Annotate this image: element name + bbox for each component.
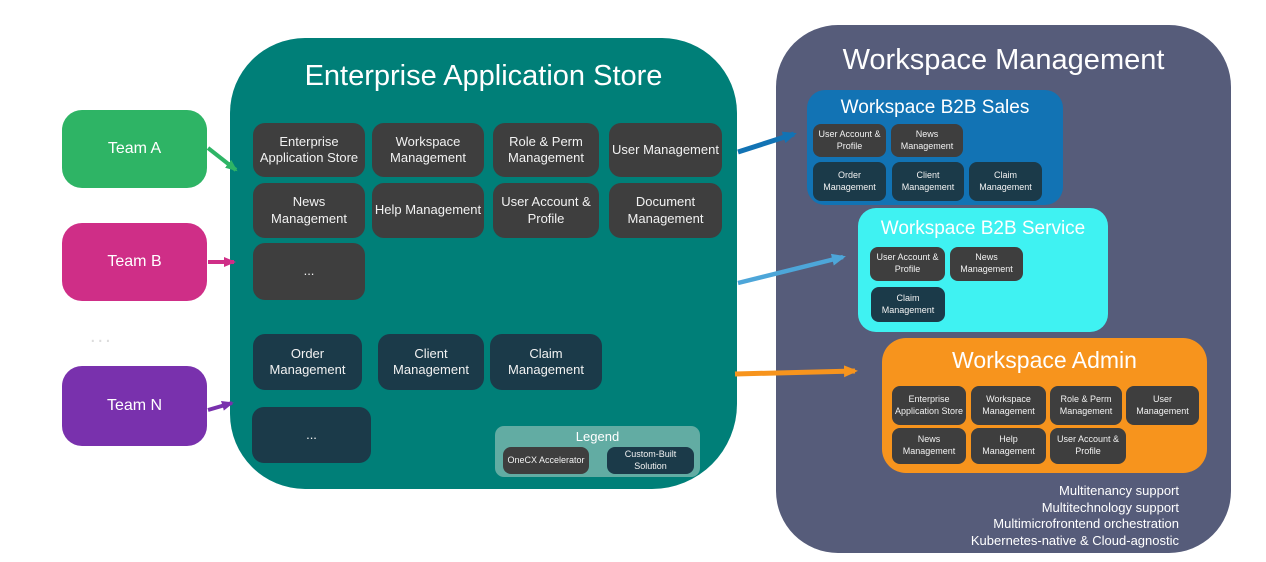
admin-module-workspace-management: Workspace Management — [971, 386, 1046, 425]
workspace-admin-box: Workspace Admin Enterprise Application S… — [882, 338, 1207, 473]
sales-module-claim-management: Claim Management — [969, 162, 1042, 201]
admin-module-user-management: User Management — [1126, 386, 1199, 425]
admin-module-enterprise-application-store: Enterprise Application Store — [892, 386, 966, 425]
sales-module-order-management: Order Management — [813, 162, 886, 201]
teams-ellipsis: ... — [90, 325, 113, 347]
b2b-sales-title: Workspace B2B Sales — [840, 97, 1030, 118]
team-a-box: Team A — [62, 110, 207, 188]
store-panel-title: Enterprise Application Store — [304, 60, 663, 92]
enterprise-application-store-panel: Enterprise Application Store Enterprise … — [230, 38, 737, 489]
sales-module-client-management: Client Management — [892, 162, 964, 201]
admin-module-user-account-profile: User Account & Profile — [1050, 428, 1126, 464]
team-n-box: Team N — [62, 366, 207, 446]
arrow-team-n — [207, 401, 234, 412]
legend-item-custom-built-solution: Custom-Built Solution — [607, 447, 694, 474]
module-claim-management: Claim Management — [490, 334, 602, 390]
module-client-management: Client Management — [378, 334, 484, 390]
workspace-admin-title: Workspace Admin — [952, 347, 1137, 373]
admin-module-help-management: Help Management — [971, 428, 1046, 464]
feature-kubernetes: Kubernetes-native & Cloud-agnostic — [970, 532, 1179, 548]
admin-module-role-perm-management: Role & Perm Management — [1050, 386, 1122, 425]
service-module-news-management: News Management — [950, 247, 1023, 281]
feature-multitechnology: Multitechnology support — [1041, 499, 1179, 515]
workspace-b2b-sales-box: Workspace B2B Sales User Account & Profi… — [807, 90, 1063, 205]
feature-list: Multitenancy support Multitechnology sup… — [971, 483, 1179, 549]
module-user-management: User Management — [609, 123, 722, 177]
legend: Legend OneCX Accelerator Custom-Built So… — [495, 426, 700, 477]
b2b-service-title: Workspace B2B Service — [880, 218, 1086, 239]
module-user-account-profile: User Account & Profile — [493, 183, 599, 238]
module-ellipsis-accelerator: ... — [253, 243, 365, 300]
module-order-management: Order Management — [253, 334, 362, 390]
service-module-user-account-profile: User Account & Profile — [870, 247, 945, 281]
module-help-management: Help Management — [372, 183, 484, 238]
feature-multitenancy: Multitenancy support — [1059, 483, 1179, 498]
module-news-management: News Management — [253, 183, 365, 238]
module-enterprise-application-store: Enterprise Application Store — [253, 123, 365, 177]
legend-title: Legend — [575, 429, 620, 444]
service-module-claim-management: Claim Management — [871, 287, 945, 322]
workspace-panel-title: Workspace Management — [842, 44, 1165, 76]
module-document-management: Document Management — [609, 183, 722, 238]
module-workspace-management: Workspace Management — [372, 123, 484, 177]
legend-item-onecx-accelerator: OneCX Accelerator — [503, 447, 589, 474]
feature-multimicrofrontend: Multimicrofrontend orchestration — [993, 516, 1179, 531]
workspace-b2b-service-box: Workspace B2B Service User Account & Pro… — [858, 208, 1108, 332]
team-b-box: Team B — [62, 223, 207, 301]
module-ellipsis-custom: ... — [252, 407, 371, 463]
admin-module-news-management: News Management — [892, 428, 966, 464]
sales-module-news-management: News Management — [891, 124, 963, 157]
sales-module-user-account-profile: User Account & Profile — [813, 124, 886, 157]
module-role-perm-management: Role & Perm Management — [493, 123, 599, 177]
